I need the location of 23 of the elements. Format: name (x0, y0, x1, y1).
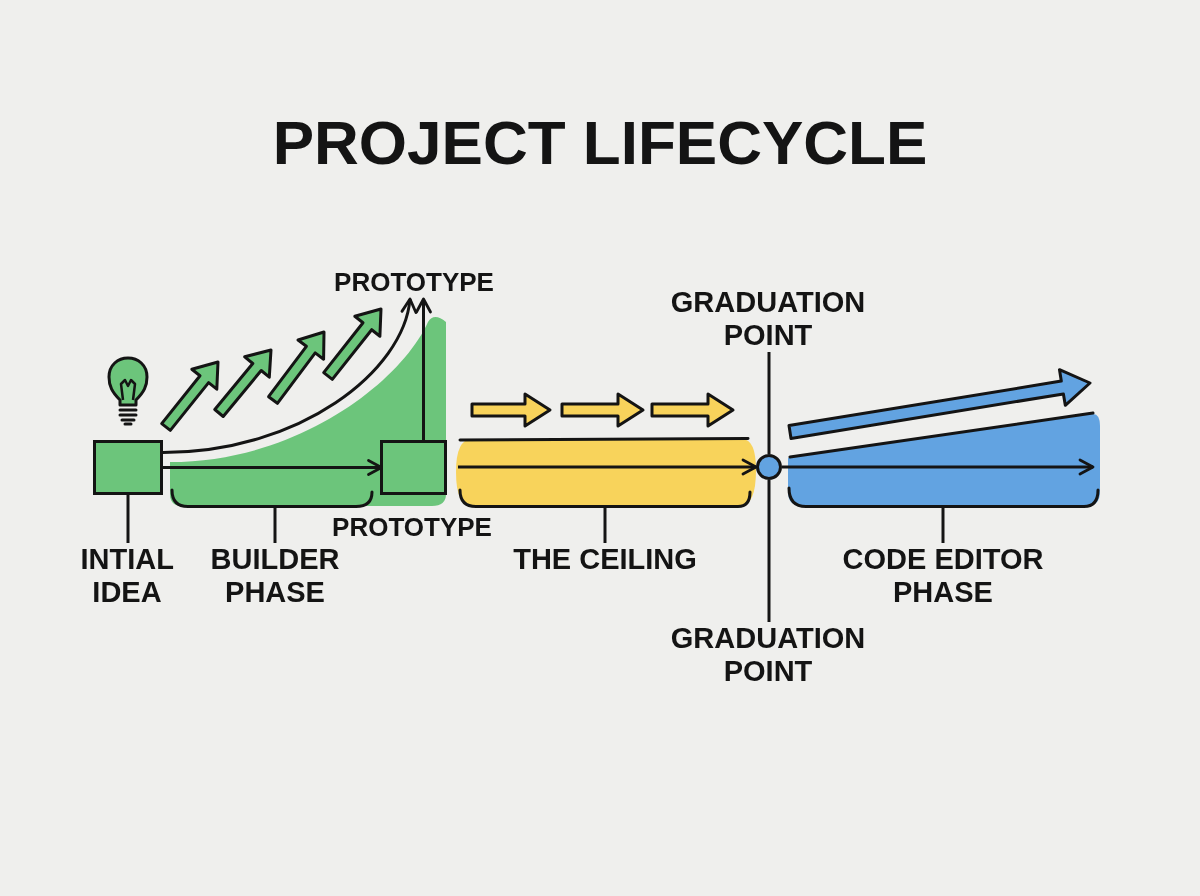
milestone-label: PROTOTYPE (334, 266, 494, 299)
stage-label: INTIAL IDEA (80, 543, 174, 609)
arrow (782, 458, 1095, 476)
leader-line (767, 352, 771, 454)
stage-box (380, 440, 447, 495)
milestone-circle (756, 454, 782, 480)
leader-line (941, 508, 945, 543)
phase-label: THE CEILING (513, 543, 697, 576)
stage-box (93, 440, 163, 495)
leader-line (126, 495, 130, 543)
leader-line (273, 508, 277, 543)
leader-line (603, 508, 607, 543)
curved-arrow (162, 297, 416, 454)
box-caption: PROTOTYPE (332, 511, 492, 544)
phase-label: BUILDER PHASE (210, 543, 340, 609)
milestone-label: GRADUATION POINT (670, 286, 866, 352)
phase-label: CODE EDITOR PHASE (837, 543, 1049, 609)
title: PROJECT LIFECYCLE (272, 112, 928, 174)
leader-line (767, 480, 771, 622)
arrow (458, 458, 758, 476)
arrow (163, 459, 383, 476)
arrow (415, 297, 432, 442)
milestone-label: GRADUATION POINT (670, 622, 866, 688)
